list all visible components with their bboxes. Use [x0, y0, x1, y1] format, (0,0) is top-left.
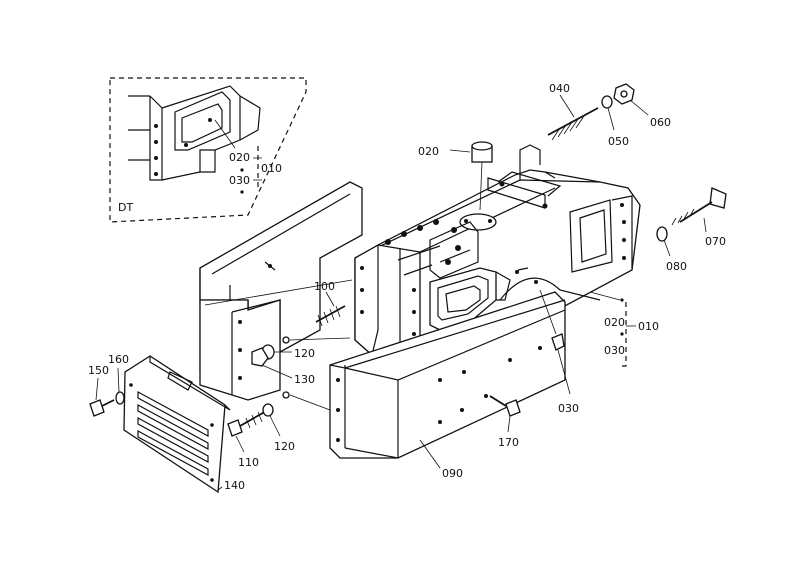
bolt-070 — [671, 187, 727, 233]
callout-120-b: 120 — [274, 440, 295, 453]
washer-120-b — [262, 403, 281, 437]
callout-group-010-right — [589, 291, 636, 367]
main-frame — [354, 144, 641, 359]
callout-160: 160 — [108, 353, 129, 366]
front-plate-140 — [123, 355, 231, 494]
callout-030-right: 030 — [604, 344, 625, 357]
callout-050: 050 — [608, 135, 629, 148]
stud-100 — [315, 291, 346, 327]
callout-010-inset: 010 — [261, 162, 282, 175]
bolt-040 — [547, 94, 599, 141]
callout-090: 090 — [442, 467, 463, 480]
callout-080: 080 — [666, 260, 687, 273]
callout-030-low: 030 — [558, 402, 579, 415]
callout-040: 040 — [549, 82, 570, 95]
washer-080 — [656, 226, 671, 257]
callout-060: 060 — [650, 116, 671, 129]
callout-150: 150 — [88, 364, 109, 377]
bolt-170 — [489, 395, 521, 433]
callout-170: 170 — [498, 436, 519, 449]
callout-070: 070 — [705, 235, 726, 248]
callout-100: 100 — [314, 280, 335, 293]
inset-label: DT — [118, 201, 133, 214]
callout-110: 110 — [238, 456, 259, 469]
nut-130 — [251, 347, 293, 379]
washer-160 — [115, 367, 125, 405]
callout-010-right: 010 — [638, 320, 659, 333]
dt-inset: DT 020 010 030 — [109, 77, 307, 223]
callout-130: 130 — [294, 373, 315, 386]
callout-020-top: 020 — [418, 145, 439, 158]
ballast-weight-090 — [329, 291, 566, 459]
callout-120-a: 120 — [294, 347, 315, 360]
inset-border — [109, 77, 307, 223]
mounting-block — [199, 279, 353, 411]
callout-020-inset: 020 — [229, 151, 250, 164]
callout-030-inset: 030 — [229, 174, 250, 187]
nut-060 — [613, 83, 649, 116]
bolt-110 — [227, 409, 269, 453]
grease-nipple-030 — [539, 289, 571, 395]
callout-020-right: 020 — [604, 316, 625, 329]
washer-050 — [601, 95, 615, 131]
bolt-150 — [89, 377, 115, 417]
callout-140: 140 — [224, 479, 245, 492]
cap-020-top — [449, 141, 493, 211]
